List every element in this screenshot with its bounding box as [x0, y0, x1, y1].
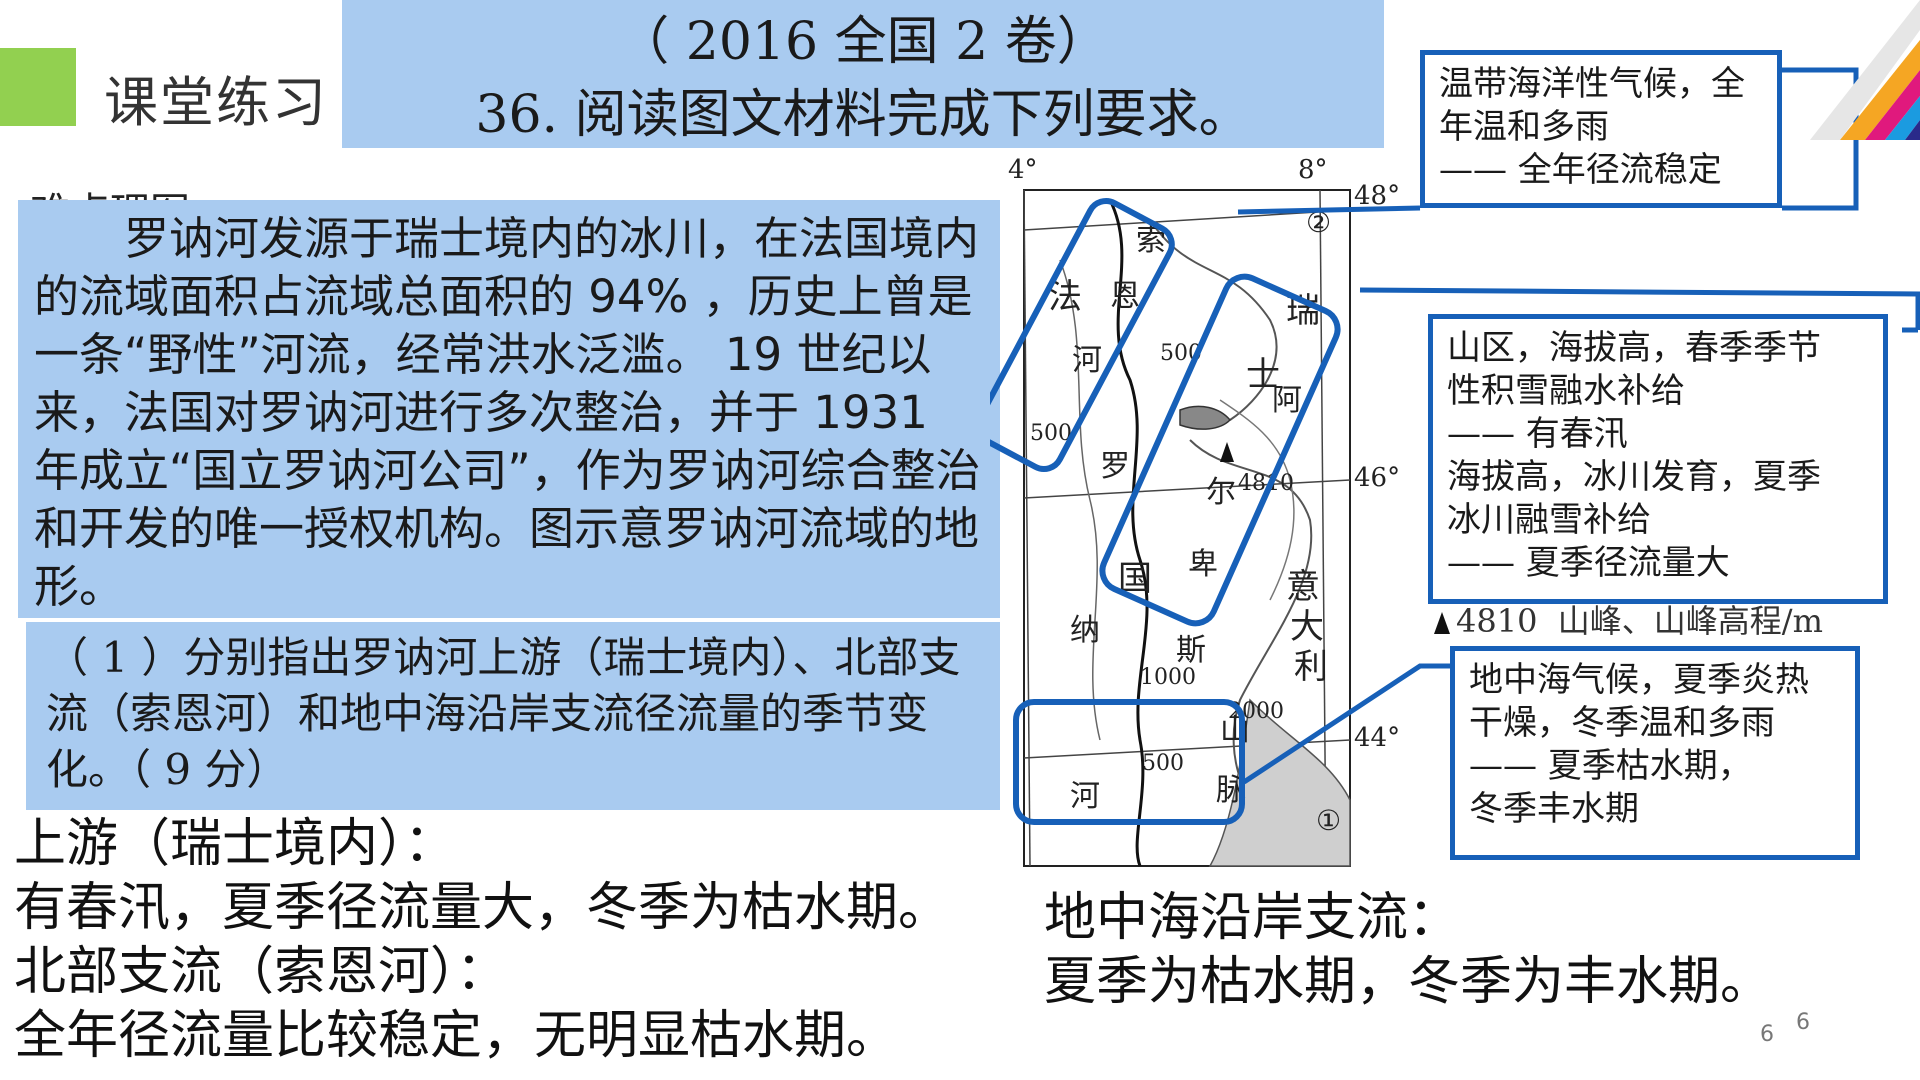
callout-1-line-3: —— 全年径流稳定 — [1439, 150, 1722, 190]
mountain-label-si: 斯 — [1176, 633, 1206, 668]
lat-line-46 — [1023, 479, 1351, 499]
passage-box: 罗讷河发源于瑞士境内的冰川，在法国境内的流域面积占流域总面积的 94% ，历史上… — [18, 200, 1000, 618]
region-label-shi: 士 — [1246, 355, 1280, 395]
connector-line-1 — [1237, 205, 1421, 215]
contour-label-500-b: 500 — [1030, 421, 1072, 446]
question-text: （ 1 ）分别指出罗讷河上游（瑞士境内）、北部支流（索恩河）和地中海沿岸支流径流… — [46, 633, 961, 794]
connector-line-3 — [1242, 663, 1450, 785]
river-label-en: 恩 — [1110, 279, 1140, 314]
page-number-duplicate: 6 — [1796, 1010, 1810, 1035]
map-legend: 4810 山峰、山峰高程/m — [1434, 596, 1823, 642]
lat-label-46: 46° — [1354, 463, 1400, 493]
question-box: （ 1 ）分别指出罗讷河上游（瑞士境内）、北部支流（索恩河）和地中海沿岸支流径流… — [26, 622, 1000, 810]
marker-1: ① — [1316, 804, 1341, 837]
callout-2-line-6: —— 夏季径流量大 — [1447, 543, 1730, 583]
highlight-mediterranean-box — [1013, 699, 1245, 825]
answer-upstream-label: 上游（瑞士境内）： — [14, 814, 457, 874]
river-label-he: 河 — [1072, 343, 1102, 378]
callout-2-line-2: 性积雪融水补给 — [1447, 371, 1685, 411]
callout-mediterranean: 地中海气候，夏季炎热 干燥，冬季温和多雨 —— 夏季枯水期， 冬季丰水期 — [1450, 646, 1860, 860]
decorative-brush-logo — [1810, 0, 1920, 140]
mountain-label-bei: 卑 — [1188, 547, 1218, 582]
legend-label: 山峰、山峰高程/m — [1557, 602, 1823, 640]
legend-peak-icon — [1434, 612, 1450, 634]
contour-line-inner — [1219, 399, 1295, 601]
river-label-ne: 纳 — [1070, 613, 1100, 648]
highlight-saone-box — [990, 198, 1175, 472]
connector-line-2 — [1359, 287, 1920, 330]
answer-north-label: 北部支流（索恩河）： — [14, 942, 509, 1002]
lat-label-48: 48° — [1354, 181, 1400, 211]
section-label: 课堂练习 — [104, 71, 328, 134]
callout-2-line-3: —— 有春汛 — [1447, 414, 1628, 454]
contour-line-north — [1149, 219, 1278, 421]
rhone-basin-map: 4° 8° 48° 46° 44° 法 国 瑞 士 意 大 利 索 恩 河 罗 … — [990, 140, 1410, 880]
highlight-upstream-box — [1099, 273, 1341, 627]
map-svg: 4° 8° 48° 46° 44° 法 国 瑞 士 意 大 利 索 恩 河 罗 … — [990, 155, 1400, 867]
river-label-a: 阿 — [1272, 383, 1302, 418]
green-square-marker — [0, 48, 76, 126]
contour-line-west — [1059, 259, 1101, 741]
callout-2-line-1: 山区，海拔高，春季季节 — [1447, 328, 1821, 368]
callout-3-line-2: 干燥，冬季温和多雨 — [1469, 703, 1775, 743]
answer-left: 上游（瑞士境内）： 有春汛，夏季径流量大，冬季为枯水期。 北部支流（索恩河）： … — [14, 812, 950, 1068]
lon-label-4: 4° — [1008, 155, 1038, 185]
lon-line-8 — [1319, 189, 1327, 867]
answer-med-label: 地中海沿岸支流： — [1044, 888, 1461, 948]
answer-upstream-text: 有春汛，夏季径流量大，冬季为枯水期。 — [14, 878, 951, 938]
region-label-li: 利 — [1294, 647, 1328, 687]
callout-3-line-3: —— 夏季枯水期， — [1469, 746, 1752, 786]
river-label-er: 尔 — [1206, 475, 1236, 510]
river-label-luo: 罗 — [1100, 449, 1130, 484]
contour-label-1000: 1000 — [1140, 665, 1196, 690]
callout-2-line-4: 海拔高，冰川发育，夏季 — [1447, 457, 1821, 497]
passage-text: 罗讷河发源于瑞士境内的冰川，在法国境内的流域面积占流域总面积的 94% ，历史上… — [34, 212, 981, 613]
page-number: 6 — [1760, 1022, 1774, 1047]
legend-value: 4810 — [1456, 602, 1538, 640]
lon-line-4 — [1023, 189, 1031, 867]
answer-med-text: 夏季为枯水期，冬季为丰水期。 — [1044, 952, 1773, 1012]
lat-label-44: 44° — [1354, 723, 1400, 753]
title-line-2: 36. 阅读图文材料完成下列要求。 — [475, 85, 1251, 145]
callout-2-line-5: 冰川融雪补给 — [1447, 500, 1651, 540]
callout-3-line-4: 冬季丰水期 — [1469, 789, 1639, 829]
lon-label-8: 8° — [1298, 155, 1328, 185]
answer-north-text: 全年径流量比较稳定，无明显枯水期。 — [14, 1006, 899, 1066]
callout-3-line-1: 地中海气候，夏季炎热 — [1469, 660, 1809, 700]
river-label-he-south: 河 — [1070, 779, 1100, 814]
title-box: （ 2016 全国 2 卷） 36. 阅读图文材料完成下列要求。 — [342, 0, 1384, 148]
callout-1-line-2: 年温和多雨 — [1439, 107, 1609, 147]
peak-triangle-icon — [1220, 442, 1234, 462]
title-line-1: （ 2016 全国 2 卷） — [617, 12, 1109, 72]
region-label-yi: 意 — [1286, 567, 1320, 607]
callout-upstream: 山区，海拔高，春季季节 性积雪融水补给 —— 有春汛 海拔高，冰川发育，夏季 冰… — [1428, 314, 1888, 604]
callout-1-line-1: 温带海洋性气候，全 — [1439, 64, 1745, 104]
contour-label-500-c: 500 — [1142, 751, 1184, 776]
callout-saone: 温带海洋性气候，全 年温和多雨 —— 全年径流稳定 — [1420, 50, 1782, 208]
lake-geneva — [1179, 405, 1232, 430]
rhone-river-line — [1108, 199, 1149, 867]
answer-right: 地中海沿岸支流： 夏季为枯水期，冬季为丰水期。 — [1044, 886, 1772, 1014]
region-label-da: 大 — [1290, 607, 1324, 647]
